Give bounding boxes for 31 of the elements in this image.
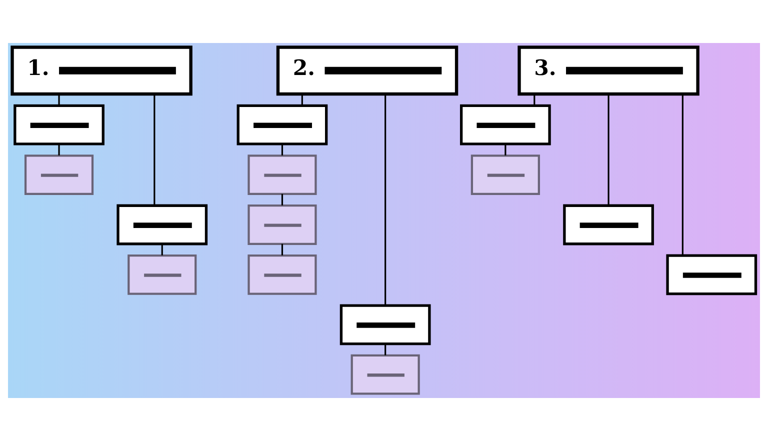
connector <box>161 243 163 255</box>
node-box <box>248 204 317 244</box>
connector <box>384 343 386 355</box>
node-box: 1. <box>10 45 192 96</box>
node-box <box>116 204 208 245</box>
connector <box>154 94 156 206</box>
connector <box>58 94 60 106</box>
node-box <box>460 104 551 145</box>
node-box <box>350 354 420 394</box>
connector <box>281 144 284 155</box>
node-box: 3. <box>518 45 700 96</box>
connector <box>384 94 386 306</box>
connector <box>301 94 303 106</box>
connector <box>58 144 60 155</box>
connector <box>281 243 284 255</box>
node-box <box>340 304 431 345</box>
connector <box>504 144 506 155</box>
node-box: 2. <box>276 45 458 96</box>
node-box <box>248 254 317 294</box>
connector <box>682 94 684 255</box>
node-box <box>14 104 104 145</box>
connector <box>534 94 536 106</box>
node-box <box>666 254 758 295</box>
node-box <box>248 154 317 194</box>
node-box <box>563 204 654 245</box>
node-box <box>128 254 197 294</box>
node-box <box>236 104 328 145</box>
connector <box>281 193 284 205</box>
node-box <box>470 154 540 194</box>
connector <box>608 94 610 206</box>
node-box <box>24 154 94 194</box>
